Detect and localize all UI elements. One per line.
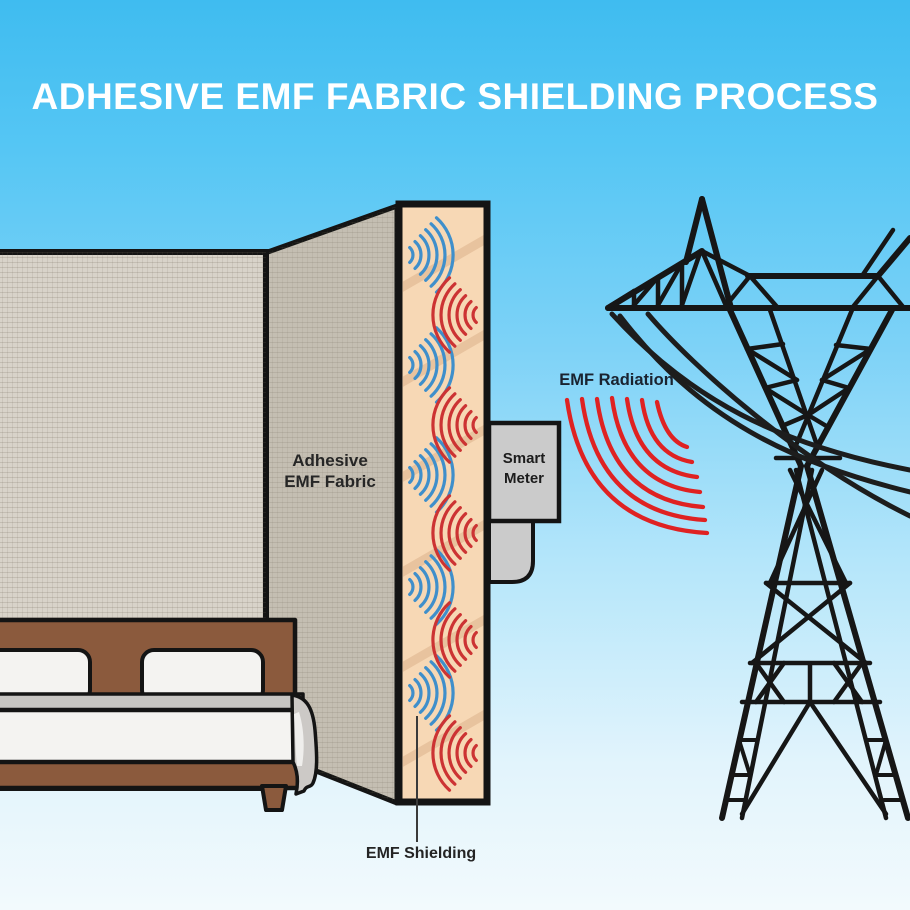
emf-radiation-waves-icon [564,395,710,536]
smart-meter-label-line1: Smart [502,450,546,467]
emf-radiation-label: EMF Radiation [559,371,674,389]
adhesive-emf-fabric-label-line1: Adhesive [292,451,368,470]
bed-leg [260,784,288,812]
smart-meter-tab [487,519,535,584]
mattress [0,707,303,767]
power-lines [609,311,910,519]
bed-rail [0,759,301,791]
emf-shielding-label: EMF Shielding [365,845,477,862]
blanket-highlight [294,712,304,766]
page-title: ADHESIVE EMF FABRIC SHIELDING PROCESS [31,76,879,117]
transmission-tower [605,196,910,821]
emf-shielding-layer [395,200,491,806]
smart-meter-box [486,420,562,524]
adhesive-emf-fabric-label-line2: EMF Fabric [284,472,376,491]
adhesive-emf-fabric-label: Adhesive EMF Fabric [253,450,407,492]
smart-meter [486,420,562,584]
smart-meter-label-line2: Meter [503,470,544,487]
smart-meter-label: Smart Meter [489,449,559,489]
adhesive-emf-fabric-panel [262,203,400,806]
bed [0,617,319,812]
